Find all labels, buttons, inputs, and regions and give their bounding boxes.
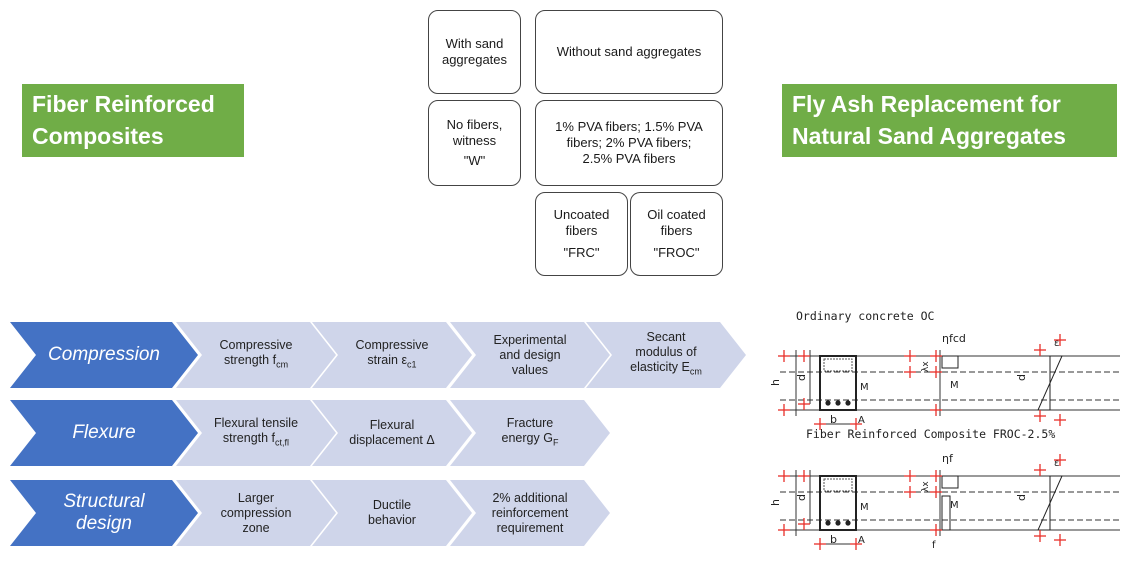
strain-label: ε	[1054, 458, 1059, 469]
froc-title: Fiber Reinforced Composite FROC-2.5%	[806, 427, 1056, 441]
d-label: d	[795, 494, 808, 501]
chevron-flow-diagram	[10, 322, 746, 546]
flow-step-chevron	[312, 480, 472, 546]
flow-step-chevron	[450, 480, 610, 546]
heading-line-1: Fly Ash Replacement for	[792, 91, 1061, 117]
stress-block	[941, 355, 959, 369]
rebar	[825, 400, 831, 406]
flow-row-label: Flexure	[72, 422, 136, 443]
med-label: M	[860, 502, 869, 513]
strain-diagram	[1037, 475, 1063, 531]
rebar	[835, 520, 841, 526]
flow-step-chevron	[312, 400, 472, 466]
flow-row-label-chevron	[10, 400, 198, 466]
rebar	[825, 520, 831, 526]
h-label: h	[769, 379, 782, 386]
flow-step-chevron	[450, 400, 610, 466]
mrd-label: M	[950, 500, 959, 511]
xc-label: λx	[921, 361, 931, 372]
rebar	[845, 520, 851, 526]
d-label: d	[1015, 494, 1028, 501]
flow-row-label: Compression	[48, 344, 160, 365]
xc-label: λx	[921, 481, 931, 492]
flow-row-label-chevron	[10, 480, 198, 546]
fiber-tension-block	[941, 495, 951, 531]
rebar	[845, 400, 851, 406]
as-label: A	[858, 535, 865, 546]
flow-step-chevron	[176, 480, 336, 546]
heading-line-2: Composites	[32, 123, 164, 149]
no-fibers-witness-box: No fibers,witness"W"	[428, 100, 521, 186]
flow-step-chevron	[176, 322, 336, 388]
flow-step-chevron	[586, 322, 746, 388]
ordinary-concrete-title: Ordinary concrete OC	[796, 309, 935, 323]
heading-line-2: Natural Sand Aggregates	[792, 123, 1066, 149]
beam-section	[819, 355, 857, 411]
compression-zone-hatch	[823, 478, 853, 492]
fiber-reinforced-composites-heading: Fiber Reinforced Composites	[22, 84, 244, 157]
mrd-label: M	[950, 380, 959, 391]
med-label: M	[860, 382, 869, 393]
d-label: d	[1015, 374, 1028, 381]
strain-label: ε	[1054, 338, 1059, 349]
b-label: b	[830, 533, 837, 546]
stress-block	[941, 475, 959, 489]
b-label: b	[830, 413, 837, 426]
without-sand-aggregates-box: Without sand aggregates	[535, 10, 723, 94]
as-label: A	[858, 415, 865, 426]
rebar	[835, 400, 841, 406]
stress-label: ηfcd	[942, 332, 966, 345]
flow-row-label-chevron	[10, 322, 198, 388]
h-label: h	[769, 499, 782, 506]
heading-line-1: Fiber Reinforced	[32, 91, 215, 117]
stress-label: ηf	[942, 452, 954, 465]
d-label: d	[795, 374, 808, 381]
strain-diagram	[1037, 355, 1063, 411]
flow-step-chevron	[176, 400, 336, 466]
fly-ash-replacement-heading: Fly Ash Replacement for Natural Sand Agg…	[782, 84, 1117, 157]
beam-section	[819, 475, 857, 531]
flow-step-chevron	[450, 322, 610, 388]
compression-zone-hatch	[823, 358, 853, 372]
flow-step-chevron	[312, 322, 472, 388]
fud-label: f	[932, 540, 936, 551]
